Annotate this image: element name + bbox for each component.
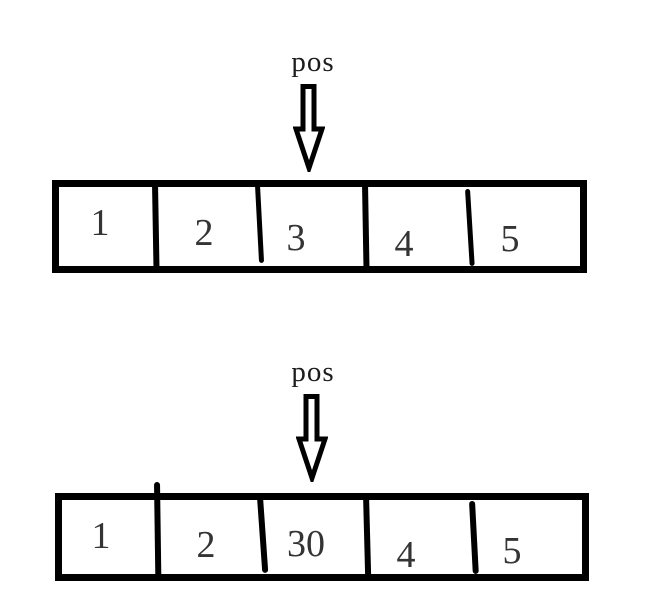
- cell-value: 1: [90, 202, 110, 244]
- array-box: [52, 180, 587, 273]
- cell-value: 3: [286, 217, 306, 259]
- cell-value: 2: [194, 212, 214, 254]
- cell-value: 30: [287, 523, 325, 565]
- pointer-label: pos: [291, 46, 335, 78]
- cell-value: 1: [91, 515, 111, 557]
- down-arrow-icon: [296, 394, 328, 482]
- cell-value: 2: [196, 524, 216, 566]
- cell-value: 5: [500, 218, 520, 260]
- array-box: [55, 493, 589, 581]
- cell-value: 5: [502, 530, 522, 572]
- cell-value: 4: [396, 534, 416, 576]
- cell-value: 4: [394, 223, 414, 265]
- down-arrow-icon: [293, 84, 325, 172]
- pointer-label: pos: [291, 356, 335, 388]
